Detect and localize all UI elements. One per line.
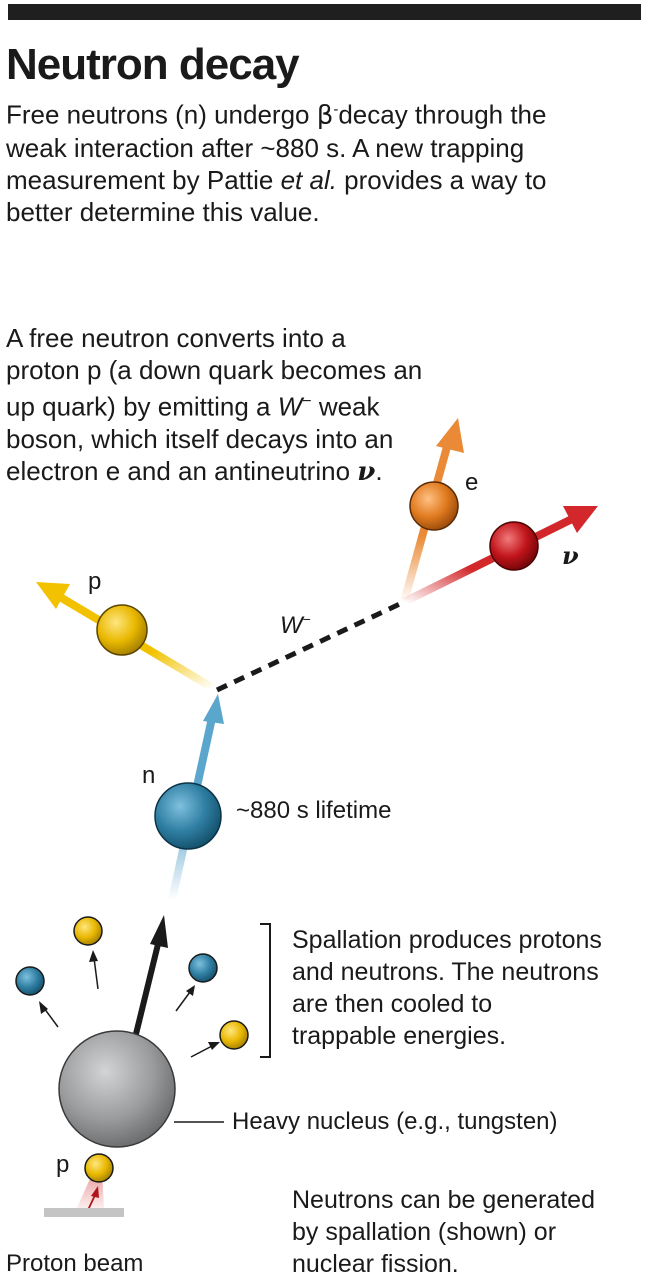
heavy-nucleus — [58, 1030, 176, 1148]
generation-note: Neutrons can be generated by spallation … — [292, 1186, 595, 1278]
explanation-text-part: . — [375, 455, 383, 486]
neutron-track — [154, 694, 224, 901]
intro-text-part: decay through the weak interaction after… — [6, 99, 547, 195]
small-arrowhead — [186, 985, 195, 996]
small-arrow — [190, 1045, 213, 1058]
spallation-note: Spallation produces protons and neutrons… — [292, 926, 602, 1050]
neutron-particle — [154, 782, 222, 850]
intro-text: Free neutrons (n) undergo β-decay throug… — [6, 94, 606, 228]
spallation-neutron — [15, 966, 45, 996]
spallation-neutron — [188, 953, 218, 983]
decay-explanation: A free neutron converts into a proton p … — [6, 322, 426, 488]
spallation-proton — [219, 1020, 249, 1050]
proton-label: p — [88, 568, 102, 595]
antineutrino-track — [402, 506, 598, 606]
explanation-text-part: A free neutron converts into a proton p … — [6, 323, 423, 422]
header-bar — [8, 4, 641, 20]
beam-source-plate — [44, 1208, 124, 1217]
antineutrino-particle — [489, 521, 539, 571]
proton-arrowhead — [36, 582, 70, 609]
small-arrow — [93, 957, 99, 990]
small-arrow — [43, 1007, 59, 1028]
w-boson-charge: − — [302, 393, 312, 410]
electron-label: e — [465, 469, 479, 496]
small-arrowhead — [39, 1001, 48, 1014]
spallation-proton — [73, 916, 103, 946]
w-boson-label-letter: W — [280, 612, 303, 639]
electron-particle — [409, 481, 459, 531]
antineutrino-trail — [402, 515, 574, 606]
small-arrow — [175, 991, 191, 1012]
w-boson-label-charge: − — [302, 611, 311, 627]
w-boson-symbol: W — [277, 391, 303, 422]
electron-arrowhead — [436, 418, 464, 453]
antineutrino-label: ν — [562, 541, 579, 570]
spallation-arrows — [39, 915, 220, 1058]
small-arrowhead — [208, 1042, 220, 1050]
explanation-text-part: weak boson, which itself decays into an … — [6, 391, 394, 486]
intro-text-part: provides a way to better determine this … — [6, 164, 547, 227]
beam-arrowhead — [91, 1186, 99, 1198]
neutron-arrowhead — [203, 694, 224, 724]
intro-text-part: Free neutrons (n) undergo — [6, 99, 317, 130]
neutron-label: n — [142, 762, 156, 789]
proton-track — [36, 582, 216, 692]
intro-etal: et al. — [280, 164, 337, 195]
lifetime-label: ~880 s lifetime — [236, 797, 392, 824]
heavy-nucleus-label: Heavy nucleus (e.g., tungsten) — [232, 1108, 558, 1135]
w-boson-label: W− — [280, 605, 311, 640]
proton-particle — [96, 604, 148, 656]
spallation-bracket — [260, 923, 271, 1058]
electron-track — [400, 418, 464, 604]
large-neutron-arrow — [133, 935, 163, 1035]
beam-proton — [84, 1153, 114, 1183]
beta-symbol: β — [316, 100, 334, 131]
proton-beam-label: Proton beam — [6, 1250, 144, 1277]
small-arrowhead — [89, 950, 98, 962]
large-neutron-arrowhead — [150, 915, 168, 948]
w-boson-line — [215, 599, 406, 693]
page-title: Neutron decay — [6, 40, 300, 89]
nu-symbol: ν — [357, 456, 376, 487]
beam-proton-label: p — [56, 1151, 70, 1178]
antineutrino-arrowhead — [563, 506, 598, 533]
beta-minus-sign: - — [333, 101, 339, 118]
